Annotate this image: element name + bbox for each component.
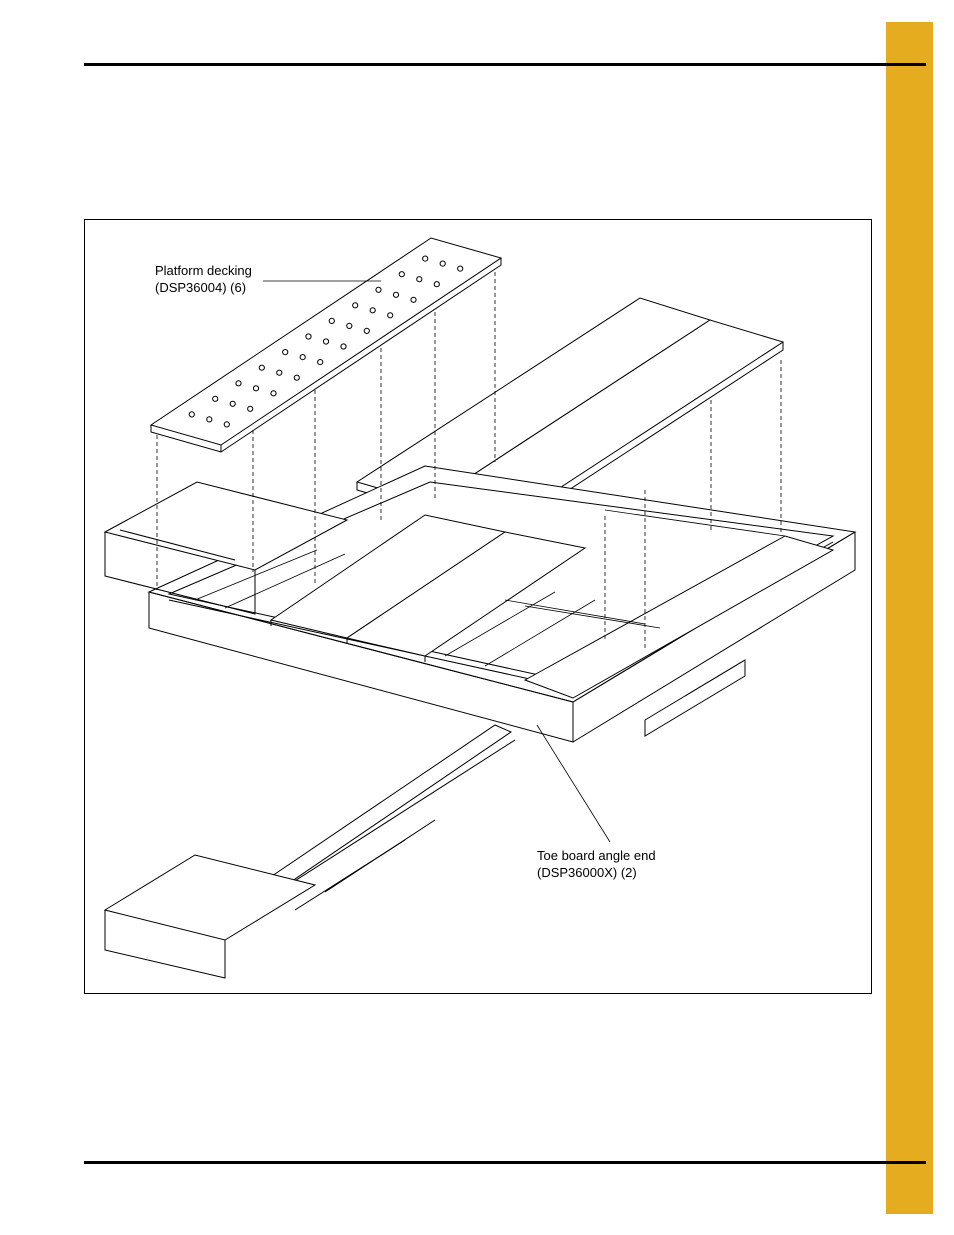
deck-perforation [252,385,260,392]
deck-perforation [258,364,265,371]
deck-perforation [276,369,283,376]
deck-perforation [282,349,289,356]
deck-perforation [235,380,242,387]
callout-toe-board-line1: Toe board angle end [537,848,656,863]
deck-perforation [247,405,254,412]
deck-perforation [422,255,429,262]
footer-rule [84,1161,926,1164]
deck-perforation [352,302,359,309]
deck-perforation [223,421,230,428]
deck-perforation [293,374,300,381]
chapter-side-tab [886,22,933,1214]
deck-perforation [299,354,306,361]
deck-perforation [439,260,446,267]
deck-perforation [398,271,405,278]
callout-toe-board-line2: (DSP36000X) (2) [537,865,637,880]
header-rule [84,63,926,66]
deck-perforation [363,327,370,335]
end-bracket-lower [103,854,317,979]
deck-perforation [410,296,417,303]
deck-perforation [188,411,195,418]
deck-perforation [340,343,347,350]
callout-toe-board-angle-end: Toe board angle end (DSP36000X) (2) [537,847,656,881]
end-bracket-upper [103,481,349,615]
frame-deck-planks [269,514,835,699]
deck-perforation [369,307,376,314]
assembly-figure: Platform decking (DSP36004) (6) Toe boar… [84,219,872,994]
deck-perforation [328,317,335,325]
callout-platform-decking: Platform decking (DSP36004) (6) [155,262,252,296]
deck-perforation [305,333,312,340]
support-beam [644,659,746,737]
deck-perforation [212,395,219,402]
deck-perforation [387,312,394,319]
deck-perforation [322,338,330,345]
deck-perforation [392,291,400,298]
frame-cross-members [194,509,786,667]
deck-perforation [317,359,324,366]
deck-perforation [270,390,277,397]
assembly-guide-lines [156,272,782,650]
platform-assembly-drawing [103,237,857,979]
deck-perforation [457,265,464,272]
deck-perforation [375,286,382,293]
deck-perforation [433,281,440,288]
leader-line-toe-board [536,724,611,843]
deck-perforation [229,400,236,407]
callout-platform-decking-line2: (DSP36004) (6) [155,280,247,295]
upper-deck-planks [355,297,785,534]
deck-perforation [346,322,353,330]
loose-deck-plank [149,237,503,453]
deck-perforation [416,276,423,283]
callout-platform-decking-line1: Platform decking [155,263,252,278]
deck-perforation [206,416,213,423]
